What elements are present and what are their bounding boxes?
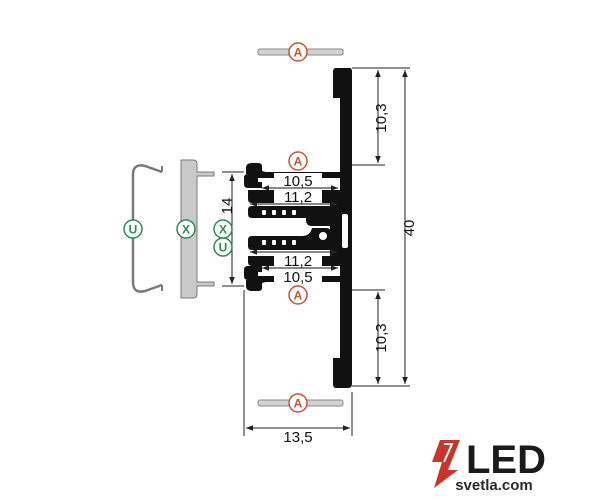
inner-dimension-lines xyxy=(250,185,338,271)
dim-top-right: 10,3 xyxy=(373,103,390,132)
badge-u-cover: U xyxy=(123,219,143,239)
dim-width-bottom: 13,5 xyxy=(283,429,312,446)
badge-a-channel-bottom: A xyxy=(288,285,308,305)
dim-outer-top: 11,2 xyxy=(284,189,312,206)
aluminium-profile xyxy=(244,68,352,388)
badge-x-slot: X xyxy=(213,219,233,239)
badge-x-slot-label: X xyxy=(219,223,227,237)
cover-x xyxy=(180,159,215,299)
badge-x-cover-label: X xyxy=(182,223,190,237)
inner-labels: 10,5 11,2 11,2 10,5 xyxy=(274,173,322,286)
badge-x-cover: X xyxy=(176,219,196,239)
badge-a-channel-top: A xyxy=(288,151,308,171)
dim-inner-bottom: 10,5 xyxy=(283,269,312,286)
badge-u-slot-label: U xyxy=(219,241,228,255)
dim-height-total: 40 xyxy=(401,220,418,237)
profile-details xyxy=(262,210,348,248)
dim-bottom-right: 10,3 xyxy=(373,323,390,352)
bottom-cover-strip: A xyxy=(257,393,344,413)
badge-u-slot: U xyxy=(213,237,233,257)
logo-brand: LED xyxy=(466,438,546,482)
badge-a-top-label: A xyxy=(294,46,303,60)
brand-logo: LED svetla.com xyxy=(432,438,546,494)
top-cover-strip: A xyxy=(257,42,344,62)
lightning-bolt-icon xyxy=(432,440,460,488)
badge-a-bottom-label: A xyxy=(294,397,303,411)
badge-u-cover-label: U xyxy=(129,223,138,237)
dim-slot-height: 14 xyxy=(219,198,236,215)
badge-a-top xyxy=(288,42,308,62)
badge-a-channel-bottom-label: A xyxy=(294,289,303,303)
badge-a-bottom xyxy=(288,393,308,413)
dim-inner-top: 10,5 xyxy=(283,173,312,190)
badge-a-channel-top-label: A xyxy=(294,155,303,169)
dimension-lines xyxy=(222,67,410,436)
logo-url: svetla.com xyxy=(455,477,533,494)
dim-outer-bottom: 11,2 xyxy=(284,253,312,270)
